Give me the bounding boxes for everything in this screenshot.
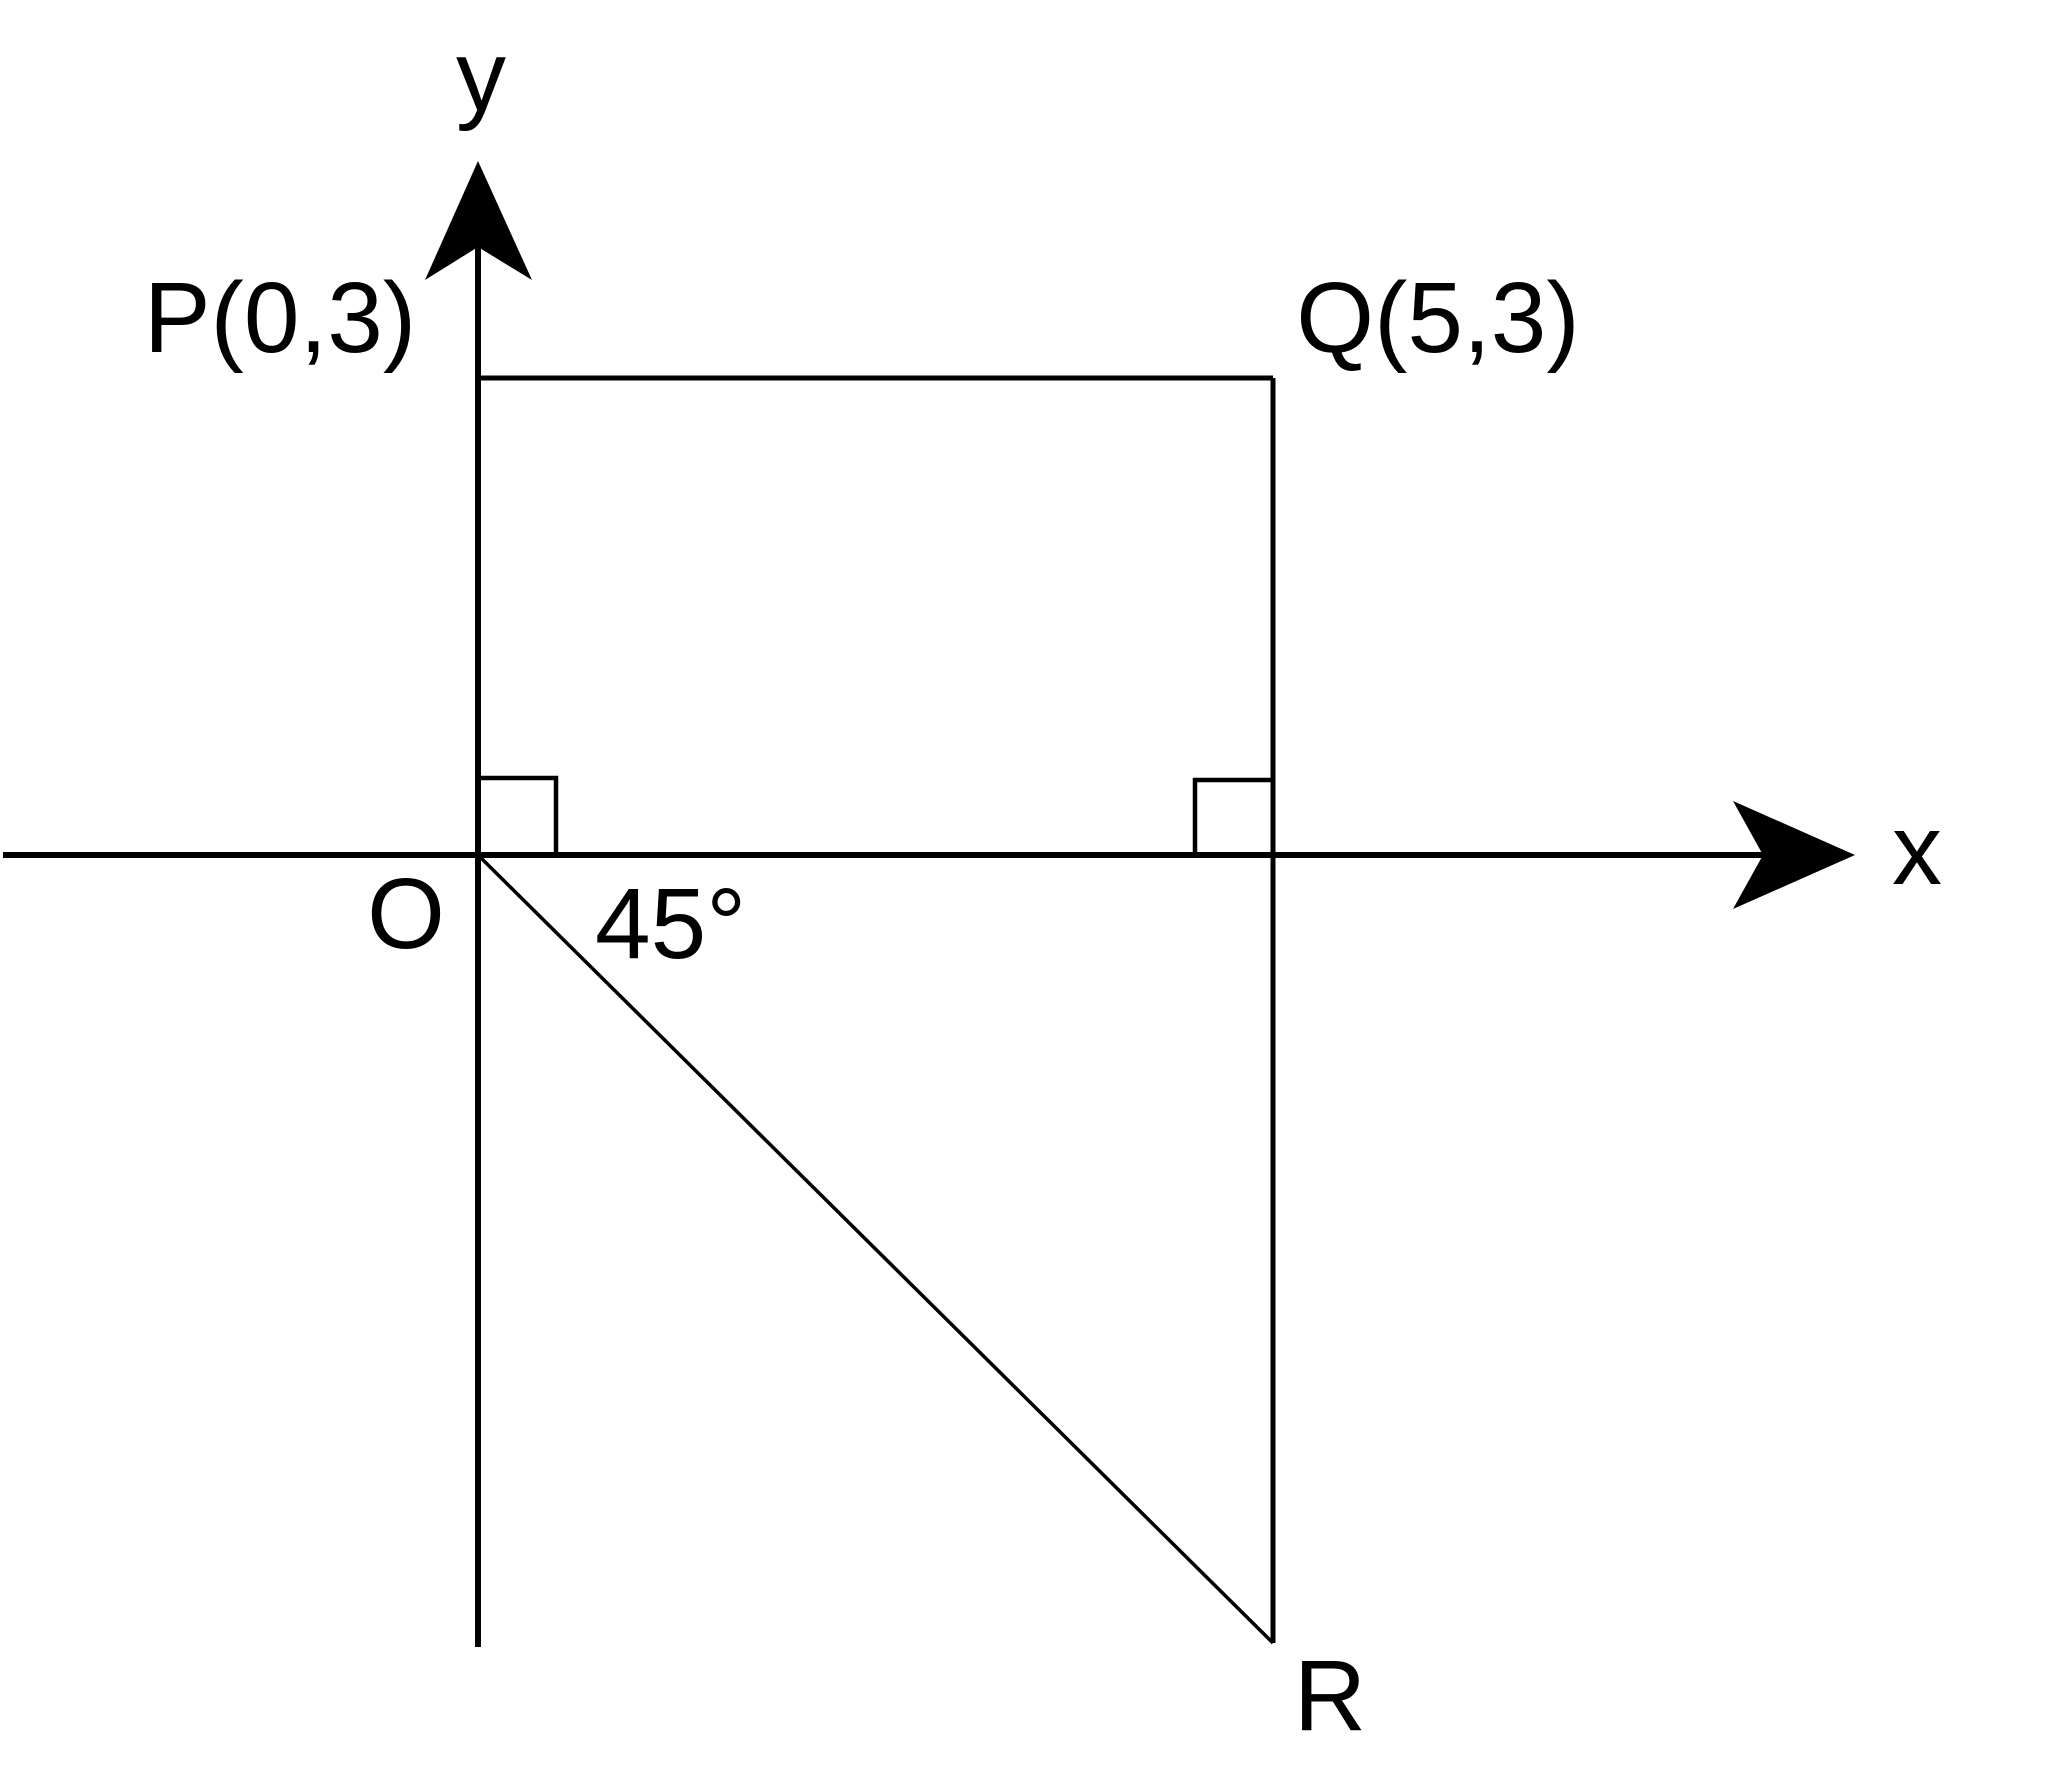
origin-label: O	[367, 858, 445, 970]
point-p-label: P(0,3)	[144, 262, 416, 374]
angle-label: 45°	[595, 868, 746, 980]
segment-O-to-R-diagonal	[476, 853, 1275, 1645]
x-axis-label: x	[1892, 794, 1942, 906]
point-q-label: Q(5,3)	[1296, 262, 1579, 374]
x-axis-arrowhead-icon	[1733, 801, 1855, 909]
point-r-label: R	[1294, 1640, 1366, 1752]
right-angle-marker-x5-icon	[1192, 777, 1273, 855]
y-axis-arrowhead-icon	[425, 161, 532, 280]
y-axis-label: y	[456, 20, 506, 132]
right-angle-marker-origin-icon	[478, 775, 559, 855]
